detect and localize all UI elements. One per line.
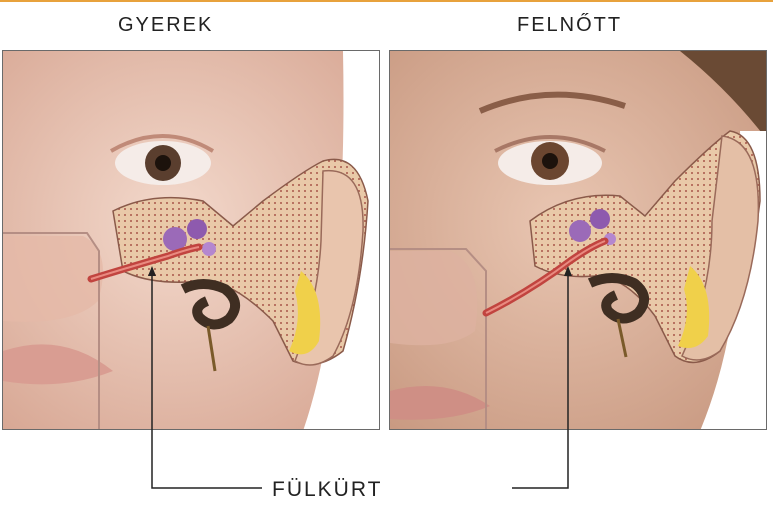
eustachian-tube-label: FÜLKÜRT — [272, 478, 383, 501]
adult-panel — [389, 50, 767, 430]
adult-hair — [680, 51, 766, 139]
child-ossicle-1 — [163, 227, 187, 251]
adult-cochlea — [587, 273, 649, 324]
adult-leader-arrowhead — [564, 266, 572, 276]
adult-eyelid — [494, 135, 606, 153]
adult-ossicle-1 — [569, 220, 591, 242]
adult-leader-line — [512, 272, 569, 489]
child-ossicle-2 — [187, 219, 207, 239]
child-lips — [3, 344, 113, 385]
top-accent-line — [0, 0, 773, 2]
child-eustachian-tube-highlight — [90, 246, 200, 280]
adult-illustration — [390, 51, 766, 429]
child-eyelid — [110, 134, 215, 153]
child-nose — [3, 236, 103, 322]
child-title: GYEREK — [118, 14, 214, 36]
adult-ossicle-2 — [590, 209, 610, 229]
child-cutaway-outline — [3, 232, 100, 429]
adult-lips — [390, 386, 490, 420]
adult-eyebrow — [478, 91, 626, 114]
adult-eustachian-tube-highlight — [485, 240, 606, 314]
child-ossicle-3 — [202, 242, 216, 256]
child-leader-arrowhead — [148, 266, 156, 276]
child-ear-canal-fluid — [289, 271, 321, 355]
child-nerve — [206, 325, 217, 372]
child-pupil — [155, 155, 171, 171]
child-leader-line — [151, 272, 262, 489]
child-panel — [2, 50, 380, 430]
adult-cutaway-outline — [390, 248, 487, 429]
adult-ear-canal-fluid — [678, 266, 710, 349]
adult-nerve — [616, 318, 628, 358]
adult-title: FELNŐTT — [517, 14, 623, 36]
adult-nose — [390, 251, 478, 346]
child-cochlea — [180, 279, 240, 330]
adult-pupil — [542, 153, 558, 169]
child-illustration — [3, 51, 379, 429]
